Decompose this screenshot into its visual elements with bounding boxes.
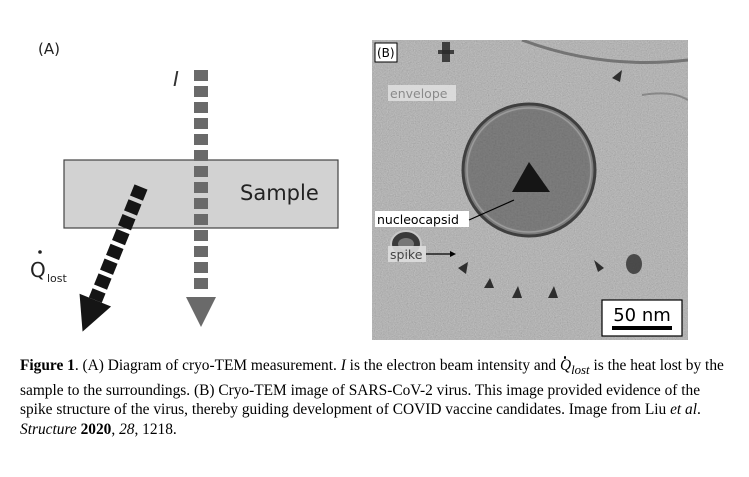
spike-markers xyxy=(458,70,622,298)
nucleocapsid-label: nucleocapsid xyxy=(377,212,459,227)
et-al: et al xyxy=(670,401,697,419)
heat-subscript: lost xyxy=(47,272,68,285)
panel-b-label: (B) xyxy=(377,46,395,60)
cryo-tem-image: (B) envelope nucleocapsid spike 50 nm xyxy=(372,40,688,340)
heat-symbol: Q xyxy=(30,258,46,282)
nucleocapsid-marker xyxy=(512,162,550,192)
heat-lost-arrow xyxy=(79,184,148,332)
sample-label: Sample xyxy=(240,181,319,205)
figure-label: Figure 1 xyxy=(20,357,75,374)
figure-caption: Figure 1. (A) Diagram of cryo-TEM measur… xyxy=(20,356,724,438)
cryo-tem-diagram: (A) Sample I Q lost xyxy=(30,40,339,332)
electron-beam-arrow xyxy=(186,70,216,327)
scale-bar-label: 50 nm xyxy=(613,305,671,326)
heat-subscript-caption: lost xyxy=(571,363,590,378)
volume: 28 xyxy=(119,420,135,438)
journal-name: Structure xyxy=(20,420,77,438)
scale-bar: 50 nm xyxy=(601,299,683,337)
heat-symbol-caption: Q xyxy=(559,356,572,374)
spike-label: spike xyxy=(390,247,423,262)
intensity-symbol-caption: I xyxy=(340,357,346,374)
intensity-symbol: I xyxy=(173,67,179,91)
heat-dot xyxy=(38,250,42,254)
envelope-label: envelope xyxy=(390,86,448,101)
panel-b-label-box xyxy=(374,42,398,63)
panel-a-label: (A) xyxy=(38,40,60,58)
pub-year: 2020 xyxy=(80,420,112,438)
